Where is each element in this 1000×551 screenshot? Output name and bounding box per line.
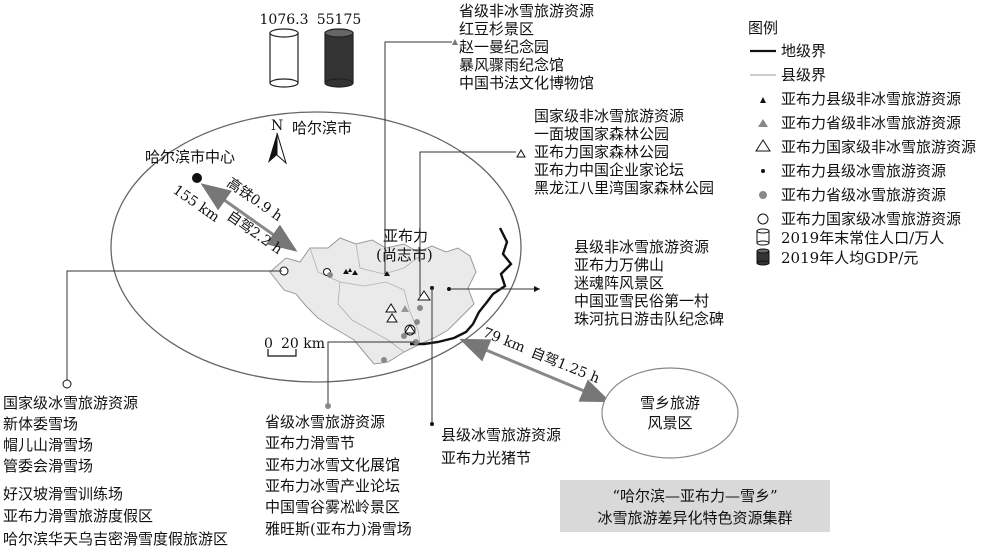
xuexiang-drive-time: 自驾1.25 h [529, 345, 602, 387]
svg-text:迷魂阵风景区: 迷魂阵风景区 [574, 274, 664, 292]
population-value: 1076.3 [260, 12, 309, 28]
svg-text:省级冰雪旅游资源: 省级冰雪旅游资源 [265, 413, 385, 431]
svg-text:县级冰雪旅游资源: 县级冰雪旅游资源 [441, 426, 561, 444]
callout-provincial-snow: 省级冰雪旅游资源 亚布力滑雪节 亚布力冰雪文化展馆 亚布力冰雪产业论坛 中国雪谷… [265, 413, 412, 538]
svg-text:黑龙江八里湾国家森林公园: 黑龙江八里湾国家森林公园 [534, 179, 714, 197]
svg-text:雅旺斯(亚布力)滑雪场: 雅旺斯(亚布力)滑雪场 [265, 520, 412, 538]
yabuli-label-sub: (尚志市) [376, 246, 433, 264]
legend-gray-dot-icon [759, 191, 767, 199]
svg-text:亚布力中国企业家论坛: 亚布力中国企业家论坛 [534, 161, 684, 179]
scale-bar-zero: 0 [264, 336, 273, 352]
callout-national-non-snow: 国家级非冰雪旅游资源 一面坡国家森林公园 亚布力国家森林公园 亚布力中国企业家论… [534, 107, 714, 197]
svg-text:国家级非冰雪旅游资源: 国家级非冰雪旅游资源 [534, 107, 684, 125]
callout-provincial-non-snow-marker [452, 39, 458, 45]
svg-text:国家级冰雪旅游资源: 国家级冰雪旅游资源 [3, 394, 138, 412]
svg-text:暴风骤雨纪念馆: 暴风骤雨纪念馆 [459, 56, 564, 74]
legend-label: 亚布力国家级非冰雪旅游资源 [781, 138, 976, 156]
svg-text:亚布力万佛山: 亚布力万佛山 [574, 256, 664, 274]
yabuli-xuexiang-route [459, 338, 611, 403]
legend-label: 2019年末常住人口/万人 [781, 229, 944, 247]
population-cylinder [269, 28, 299, 88]
harbin-city-label: 哈尔滨市 [292, 119, 352, 137]
cluster-title-line1: “哈尔滨—亚布力—雪乡” [612, 487, 777, 505]
legend-hollow-triangle-icon [755, 139, 771, 152]
prefecture-boundary [410, 227, 513, 346]
svg-text:红豆杉景区: 红豆杉景区 [459, 20, 534, 38]
svg-text:亚布力冰雪文化展馆: 亚布力冰雪文化展馆 [265, 456, 400, 474]
svg-text:新体委雪场: 新体委雪场 [3, 415, 78, 433]
legend-white-cylinder-icon [756, 228, 770, 246]
legend-label: 亚布力县级非冰雪旅游资源 [781, 90, 961, 108]
callout-county-snow-marker [430, 422, 434, 426]
callout-national-snow-marker [62, 379, 72, 389]
callout-county-non-snow-arrow [534, 286, 540, 292]
callout-provincial-non-snow: 省级非冰雪旅游资源 红豆杉景区 赵一曼纪念园 暴风骤雨纪念馆 中国书法文化博物馆 [459, 2, 594, 92]
svg-text:一面坡国家森林公园: 一面坡国家森林公园 [534, 125, 669, 143]
resource-symbols [279, 266, 451, 363]
xuexiang-label-sub: 风景区 [647, 414, 692, 432]
gdp-value: 55175 [317, 12, 362, 28]
callout-provincial-snow-marker [325, 403, 331, 409]
svg-text:亚布力滑雪节: 亚布力滑雪节 [265, 434, 355, 452]
harbin-center-label: 哈尔滨市中心 [145, 148, 235, 166]
svg-text:好汉坡滑雪训练场: 好汉坡滑雪训练场 [3, 485, 123, 503]
legend-label: 2019年人均GDP/元 [781, 249, 918, 267]
gdp-cylinder [324, 28, 354, 88]
legend-label: 亚布力省级非冰雪旅游资源 [781, 114, 961, 132]
legend-label: 亚布力国家级冰雪旅游资源 [781, 210, 961, 228]
legend-hollow-circle-icon [757, 213, 769, 225]
harbin-yabuli-route [200, 183, 298, 252]
leader-lines [66, 41, 540, 422]
svg-text:哈尔滨华天乌吉密滑雪度假旅游区: 哈尔滨华天乌吉密滑雪度假旅游区 [3, 530, 228, 548]
legend-black-cylinder-icon [756, 248, 770, 266]
shangzhi-county-region [269, 237, 477, 365]
legend-label: 亚布力省级冰雪旅游资源 [781, 186, 946, 204]
scale-bar-value: 20 km [281, 336, 325, 352]
xuexiang-ellipse [601, 367, 739, 459]
svg-text:亚布力滑雪旅游度假区: 亚布力滑雪旅游度假区 [3, 507, 153, 525]
legend-small-triangle-icon [760, 97, 766, 103]
svg-text:管委会滑雪场: 管委会滑雪场 [3, 457, 93, 475]
callout-national-snow: 国家级冰雪旅游资源 新体委雪场 帽儿山滑雪场 管委会滑雪场 好汉坡滑雪训练场 亚… [3, 394, 228, 548]
legend-small-dot-icon [761, 169, 765, 173]
svg-text:省级非冰雪旅游资源: 省级非冰雪旅游资源 [459, 2, 594, 20]
callout-county-non-snow: 县级非冰雪旅游资源 亚布力万佛山 迷魂阵风景区 中国亚雪民俗第一村 珠河抗日游击… [574, 238, 724, 328]
callout-county-snow: 县级冰雪旅游资源 亚布力光猪节 [441, 426, 561, 467]
legend-label: 亚布力县级冰雪旅游资源 [781, 162, 946, 180]
svg-text:赵一曼纪念园: 赵一曼纪念园 [459, 38, 549, 56]
cluster-title-box [560, 480, 830, 532]
harbin-center-dot [192, 173, 202, 183]
svg-text:县级非冰雪旅游资源: 县级非冰雪旅游资源 [574, 238, 709, 256]
harbin-region-ellipse [110, 111, 522, 383]
legend-title: 图例 [748, 19, 778, 37]
harbin-distance: 155 km [170, 182, 223, 225]
svg-text:亚布力国家森林公园: 亚布力国家森林公园 [534, 143, 669, 161]
legend-gray-triangle-icon [758, 119, 768, 127]
xuexiang-label: 雪乡旅游 [640, 394, 700, 412]
cluster-title-line2: 冰雪旅游差异化特色资源集群 [597, 509, 792, 527]
legend-label: 地级界 [781, 42, 826, 60]
yabuli-label: 亚布力 [383, 227, 428, 245]
north-arrow-label: N [271, 118, 283, 134]
svg-text:中国书法文化博物馆: 中国书法文化博物馆 [459, 74, 594, 92]
callout-national-non-snow-marker [516, 148, 526, 158]
legend: 图例 地级界 县级界 亚布力县级非冰雪旅游资源 亚布力省级非冰雪旅游资源 亚布力… [748, 19, 976, 267]
svg-text:珠河抗日游击队纪念碑: 珠河抗日游击队纪念碑 [574, 310, 724, 328]
north-arrow-icon [268, 132, 287, 165]
svg-text:帽儿山滑雪场: 帽儿山滑雪场 [3, 436, 93, 454]
svg-text:中国亚雪民俗第一村: 中国亚雪民俗第一村 [574, 292, 709, 310]
legend-label: 县级界 [781, 66, 826, 84]
scale-bar [267, 349, 297, 357]
svg-text:亚布力冰雪产业论坛: 亚布力冰雪产业论坛 [265, 477, 400, 495]
svg-text:亚布力光猪节: 亚布力光猪节 [441, 449, 531, 467]
svg-text:中国雪谷雾凇岭景区: 中国雪谷雾凇岭景区 [265, 498, 400, 516]
